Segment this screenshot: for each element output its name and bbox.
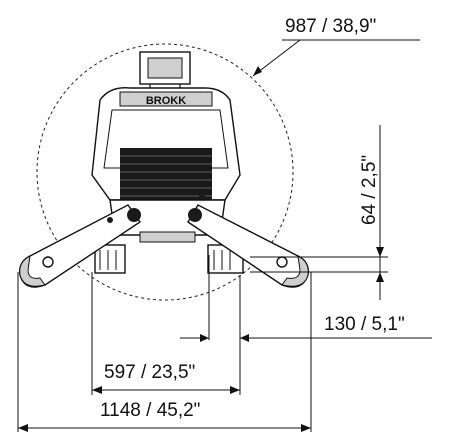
wheel-offset-dimension: 130 / 5,1": [180, 255, 432, 342]
height-dimension-label: 64 / 2,5": [359, 155, 380, 225]
height-dimension: 64 / 2,5": [250, 125, 388, 300]
inner-width-dimension: 597 / 23,5": [91, 272, 241, 395]
outer-width-label: 1148 / 45,2": [100, 400, 200, 421]
inner-width-label: 597 / 23,5": [104, 362, 195, 383]
turning-circle: [36, 43, 294, 301]
turning-diameter-label: 987 / 38,9": [285, 16, 376, 37]
brand-logo: BROKK: [146, 95, 186, 107]
engine-grille: [120, 148, 212, 204]
diameter-arrowhead: [253, 66, 262, 76]
diameter-leader: [252, 39, 301, 77]
right-outrigger: [187, 193, 309, 288]
wheel-offset-label: 130 / 5,1": [324, 314, 405, 335]
left-outrigger: [19, 204, 141, 288]
outer-width-dimension: 1148 / 45,2": [17, 272, 312, 432]
